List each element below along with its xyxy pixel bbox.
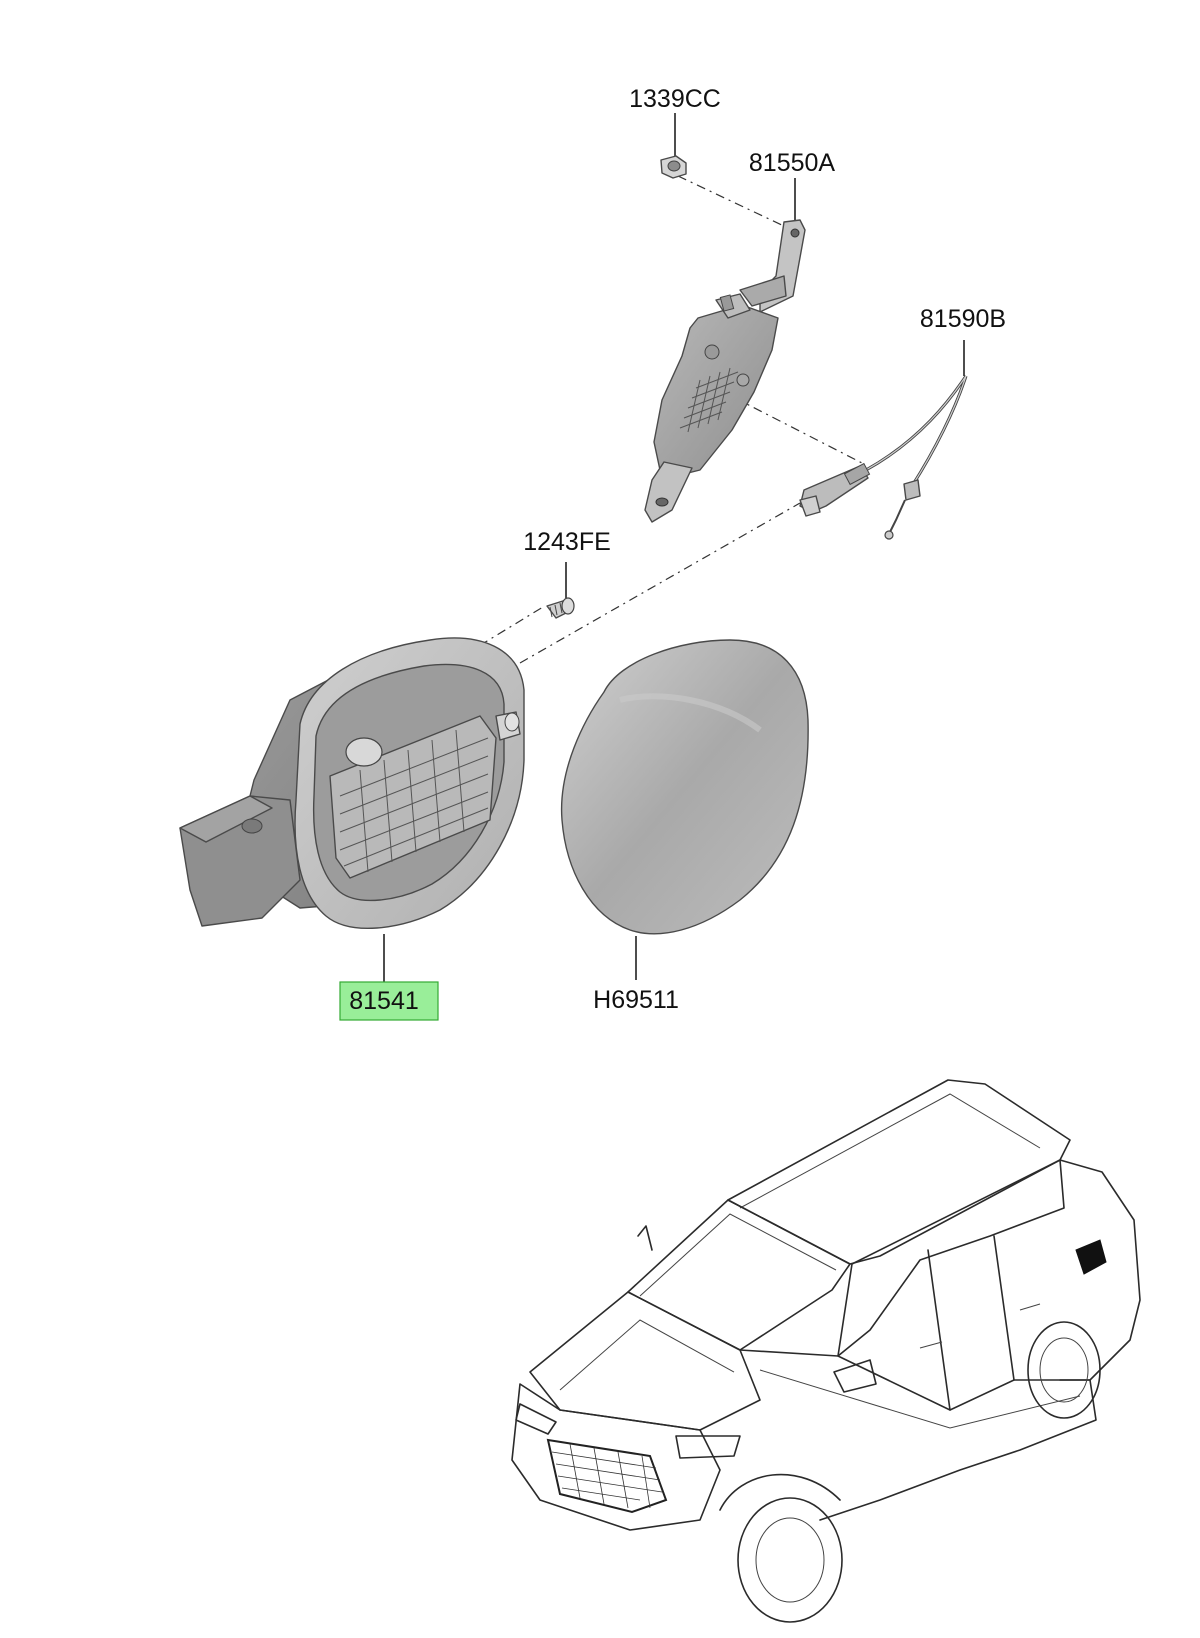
nut-1339CC: 1339CC	[629, 85, 721, 179]
label-81541[interactable]: 81541	[349, 987, 419, 1015]
alignment-lines	[371, 175, 863, 712]
highlight-box-81541	[339, 981, 439, 1021]
cable-81590B: 81590B	[799, 305, 1006, 540]
label-81550A[interactable]: 81550A	[749, 149, 836, 177]
label-H69511[interactable]: H69511	[593, 986, 679, 1014]
screw-1243FE: 1243FE	[523, 528, 611, 619]
door-H69511: H69511	[560, 639, 809, 1014]
label-1339CC[interactable]: 1339CC	[629, 85, 721, 113]
vehicle-reference-illustration	[511, 1079, 1141, 1623]
housing-81541: 81541	[179, 637, 525, 1021]
actuator-81550A	[644, 178, 806, 523]
label-1243FE[interactable]: 1243FE	[523, 528, 611, 556]
label-81590B[interactable]: 81590B	[920, 305, 1006, 333]
